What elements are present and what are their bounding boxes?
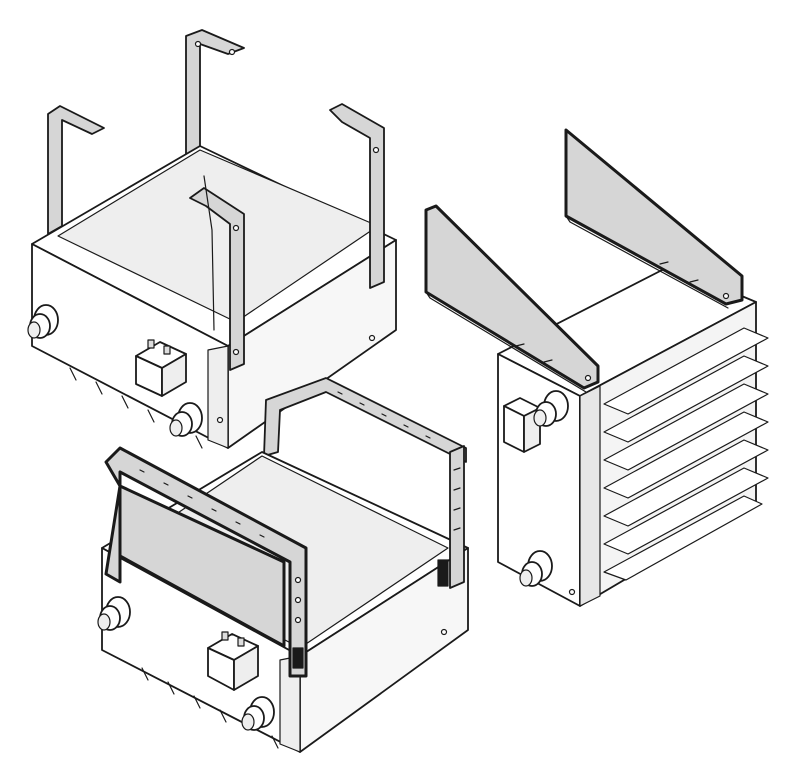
unit-frame-bracket: [97, 377, 469, 753]
frame-bracket-right-leg: [437, 445, 465, 589]
hanging-bracket-left: [47, 105, 105, 235]
hanging-bracket-front: [189, 175, 245, 371]
louvers: [603, 327, 769, 581]
pipe-connection-bottom: [519, 550, 553, 587]
pipe-connection-left: [97, 596, 131, 631]
pipe-connection-right: [241, 696, 275, 731]
wall-bracket-rear: [564, 128, 744, 309]
junction-box: [135, 339, 187, 397]
pipe-connection-top: [533, 390, 569, 427]
junction-box: [207, 631, 259, 691]
unit-wall-brackets: [424, 128, 769, 607]
frame-bracket-front: [104, 446, 308, 678]
pipe-connection-left: [27, 304, 59, 339]
wall-bracket-front: [424, 204, 600, 393]
pipe-connection-right: [169, 402, 203, 437]
frame-rear-rail: [263, 377, 467, 463]
outlet-fins: [141, 667, 279, 749]
outlet-fins: [69, 367, 203, 449]
hanging-bracket-right: [329, 103, 385, 289]
junction-box: [503, 397, 541, 453]
unit-ceiling-brackets: [27, 29, 397, 449]
